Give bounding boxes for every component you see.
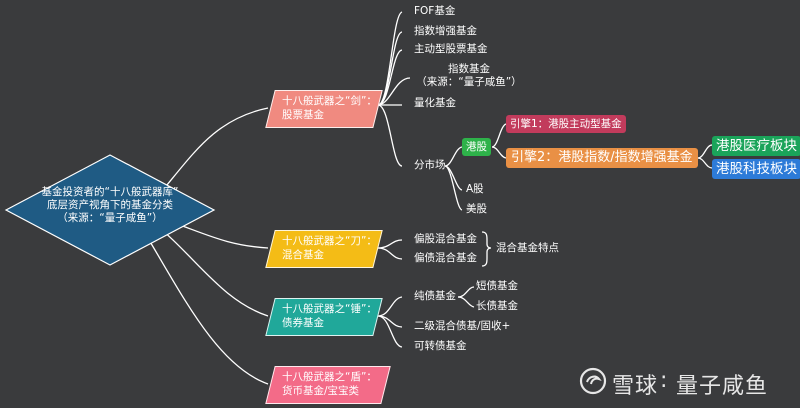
connector-hammer-convertible <box>377 315 403 348</box>
connector-pure-long <box>457 296 475 308</box>
node-markets: 分市场 <box>414 159 446 171</box>
branch-sword-label: 十八般武器之“剑”： 股票基金 <box>282 94 377 122</box>
watermark-author: 量子咸鱼 <box>676 374 769 399</box>
branch-hammer-label: 十八般武器之“锤”： 债券基金 <box>282 302 377 330</box>
branch-hammer-line1: 十八般武器之“锤”： <box>282 303 377 315</box>
branch-sword-line1: 十八般武器之“剑”： <box>282 95 377 107</box>
node-engine1: 引擎1：港股主动型基金 <box>506 115 626 133</box>
node-us: 美股 <box>466 203 487 215</box>
connector-root-shield <box>139 224 269 385</box>
connector-engine2-tech <box>697 157 713 169</box>
node-index-fund: 指数基金 （来源：“量子咸鱼”） <box>414 63 524 89</box>
node-ashare: A股 <box>466 183 484 195</box>
node-quant: 量化基金 <box>414 97 456 109</box>
node-mixed-features: 混合基金特点 <box>496 242 559 254</box>
branch-shield-line1: 十八般武器之“盾”： <box>282 371 377 383</box>
node-secondary-bond: 二级混合债基/固收+ <box>414 320 511 332</box>
branch-knife-label: 十八般武器之“刀”： 混合基金 <box>282 234 377 262</box>
mixed-fund-bracket <box>481 231 492 267</box>
connector-engine2-medical <box>697 144 713 159</box>
node-equity-biased: 偏股混合基金 <box>414 233 477 245</box>
node-hk-medical: 港股医疗板块 <box>712 136 800 156</box>
node-index-line2: （来源：“量子咸鱼”） <box>416 76 522 88</box>
branch-sword-line2: 股票基金 <box>282 109 324 121</box>
root-label: 基金投资者的“十八般武器库” 底层资产视角下的基金分类 （来源：“量子咸鱼”） <box>40 186 180 225</box>
watermark-separator: : <box>660 368 669 393</box>
node-fof: FOF基金 <box>414 5 456 17</box>
connector-markets-us <box>444 165 463 211</box>
node-pure-bond: 纯债基金 <box>414 290 456 302</box>
connector-hk-engine2 <box>491 146 507 159</box>
root-diamond <box>4 154 216 266</box>
node-engine2: 引擎2：港股指数/指数增强基金 <box>506 148 698 168</box>
watermark-site: 雪球 <box>612 374 659 399</box>
node-short-bond: 短债基金 <box>476 280 518 292</box>
node-index-line1: 指数基金 <box>448 63 490 75</box>
connector-hk-engine1 <box>491 123 507 148</box>
connector-knife-equity <box>377 239 403 249</box>
node-index-enhanced: 指数增强基金 <box>414 25 477 37</box>
branch-shield-label: 十八般武器之“盾”： 货币基金/宝宝类 <box>282 370 377 398</box>
root-line3: （来源：“量子咸鱼”） <box>57 212 163 224</box>
node-hk-tech: 港股科技板块 <box>712 159 800 179</box>
node-active-equity: 主动型股票基金 <box>414 43 488 55</box>
connector-hammer-pure <box>377 296 403 317</box>
connector-sword-active <box>377 49 403 106</box>
root-line2: 底层资产视角下的基金分类 <box>47 199 173 211</box>
connector-pure-short <box>457 286 475 298</box>
connector-sword-markets <box>377 104 403 167</box>
node-bond-biased: 偏债混合基金 <box>414 252 477 264</box>
connector-knife-bond <box>377 247 403 260</box>
node-hk-badge: 港股 <box>462 138 491 156</box>
snowball-logo-icon <box>579 367 607 395</box>
branch-shield-line2: 货币基金/宝宝类 <box>282 385 360 397</box>
node-convertible: 可转债基金 <box>414 340 467 352</box>
branch-knife-line2: 混合基金 <box>282 249 324 261</box>
branch-hammer-line2: 债券基金 <box>282 317 324 329</box>
connector-markets-hk <box>444 146 463 167</box>
branch-knife-line1: 十八般武器之“刀”： <box>282 235 377 247</box>
root-line1: 基金投资者的“十八般武器库” <box>41 186 179 198</box>
node-long-bond: 长债基金 <box>476 300 518 312</box>
connector-sword-index <box>377 77 411 106</box>
